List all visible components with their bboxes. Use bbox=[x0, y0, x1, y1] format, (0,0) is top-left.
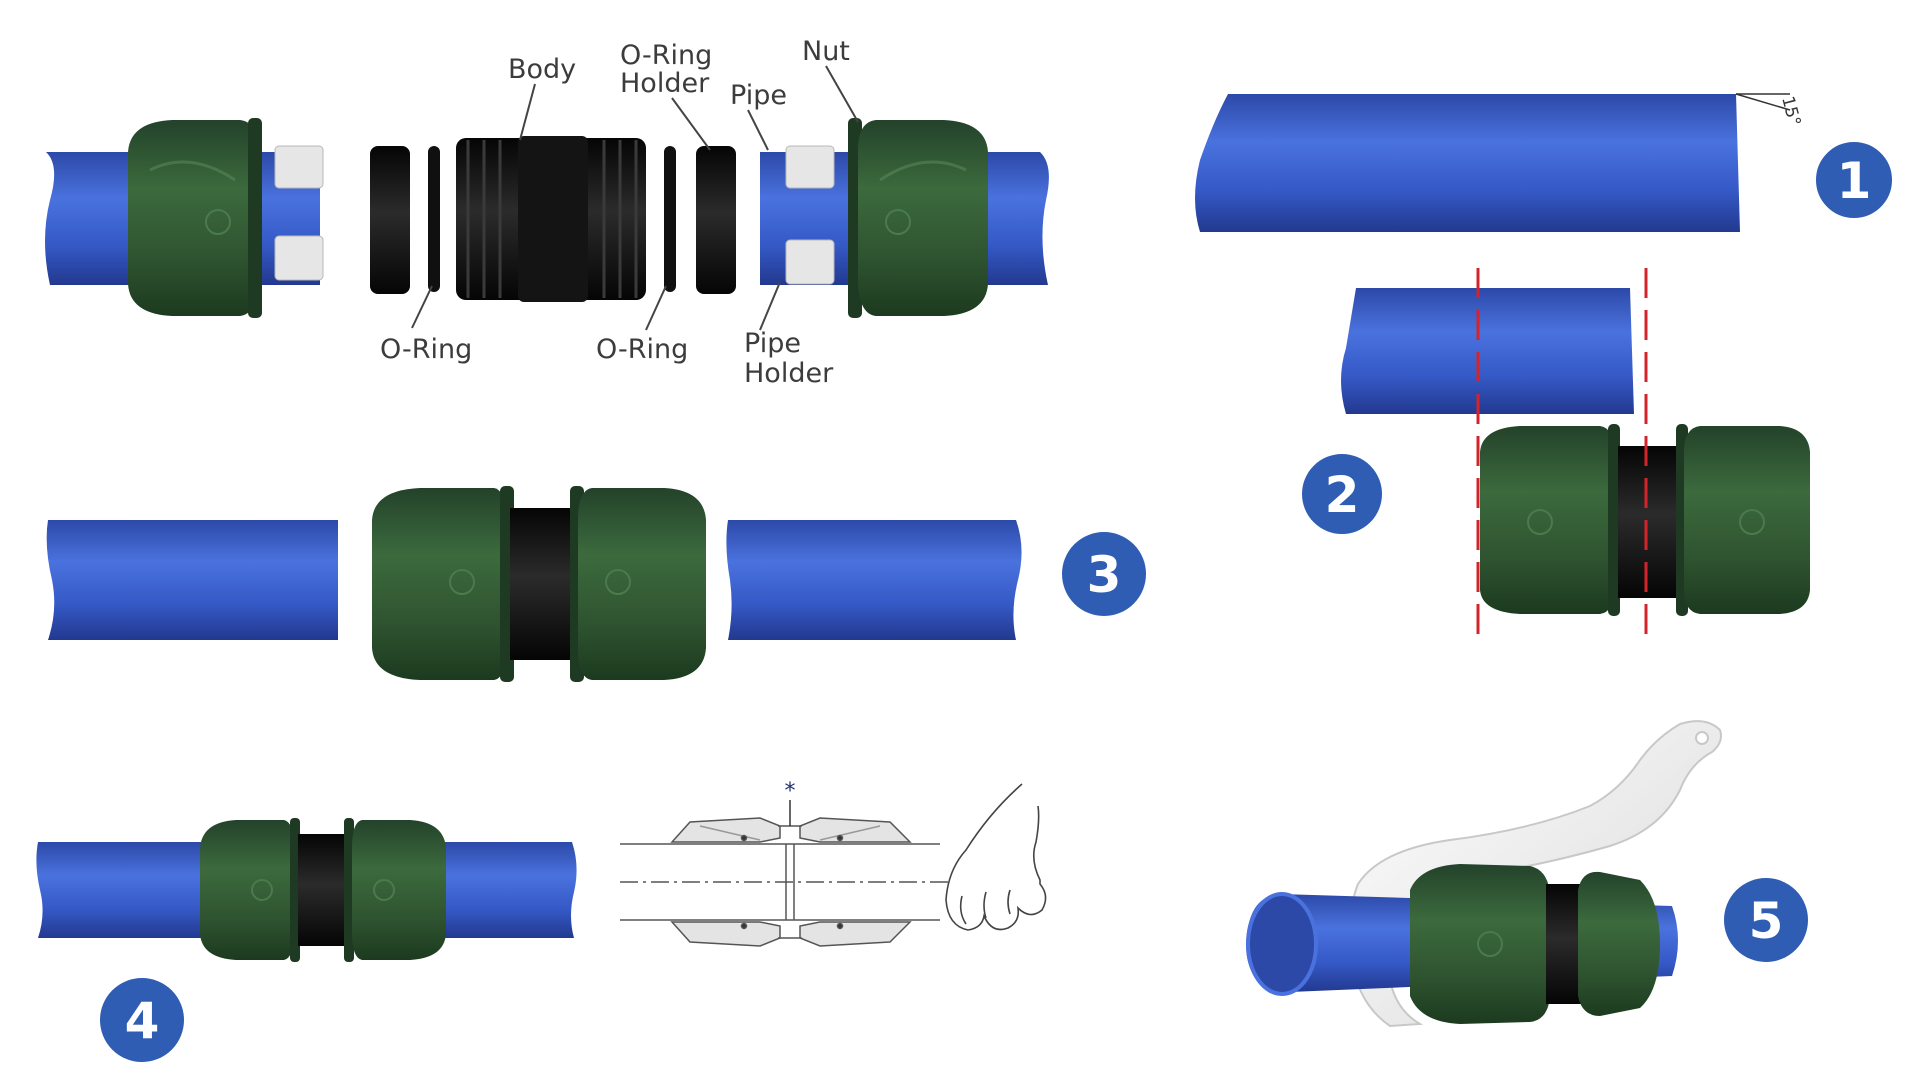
step-number: 1 bbox=[1837, 152, 1872, 210]
section-marker: * bbox=[785, 779, 796, 804]
step-badge bbox=[1720, 874, 1812, 966]
step-number: 3 bbox=[1087, 546, 1122, 604]
step-badge bbox=[96, 974, 188, 1066]
pipe-holder-icon bbox=[274, 235, 324, 281]
pipe-holder-label-line1: Pipe bbox=[744, 328, 801, 359]
o-ring-icon bbox=[428, 146, 440, 292]
hand-icon bbox=[945, 783, 1047, 931]
o-ring-right-label: O-Ring bbox=[596, 334, 688, 365]
pipe-holder-icon bbox=[274, 145, 324, 189]
o-ring-holder-label-line1: O-Ring bbox=[620, 40, 712, 71]
step-badge bbox=[1058, 528, 1150, 620]
o-ring-icon bbox=[664, 146, 676, 292]
coupling-icon bbox=[1410, 864, 1660, 1024]
step-1: 15° 1 bbox=[1195, 93, 1896, 232]
o-ring-left-label: O-Ring bbox=[380, 334, 472, 365]
o-ring-holder-label-line2: Holder bbox=[620, 68, 710, 99]
pipe-holder-icon bbox=[785, 239, 835, 285]
wrench-hole bbox=[1695, 731, 1709, 745]
nut-label: Nut bbox=[802, 36, 850, 67]
wrench-icon bbox=[1349, 720, 1722, 1028]
step-5: 5 bbox=[1246, 720, 1812, 1028]
step-4: * 4 bbox=[36, 779, 1047, 1066]
coupling-icon bbox=[372, 486, 706, 682]
exploded-view: Body O-Ring Holder Pipe Nut O-Ring O-Rin… bbox=[45, 36, 1049, 389]
pipe-icon bbox=[1341, 288, 1634, 414]
coupling-icon bbox=[1480, 424, 1810, 616]
step-number: 5 bbox=[1749, 892, 1784, 950]
chamfer-angle-label: 15° bbox=[1777, 94, 1804, 128]
step-number: 4 bbox=[125, 992, 160, 1050]
body-label: Body bbox=[508, 54, 576, 85]
nut-icon bbox=[128, 118, 262, 318]
step-badge bbox=[1298, 450, 1386, 538]
pipe-icon bbox=[1195, 94, 1740, 232]
pipe-holder-icon bbox=[785, 145, 835, 189]
nut-icon bbox=[848, 118, 988, 318]
coupling-icon bbox=[200, 818, 446, 962]
step-2: 2 bbox=[1298, 268, 1810, 634]
pipe-end bbox=[1246, 892, 1318, 996]
o-ring-holder-icon bbox=[696, 146, 736, 294]
pipe-holder-label-line2: Holder bbox=[744, 358, 834, 389]
chamfer-line bbox=[1735, 93, 1791, 111]
step-badge bbox=[1812, 138, 1896, 222]
step-number: 2 bbox=[1325, 466, 1360, 524]
leader-lines bbox=[411, 65, 859, 331]
pipe-label: Pipe bbox=[730, 80, 787, 111]
step-3: 3 bbox=[46, 486, 1150, 682]
pipe-icon bbox=[46, 520, 339, 640]
body-icon bbox=[456, 136, 646, 302]
cross-section-drawing bbox=[620, 800, 950, 947]
pipe-icon bbox=[726, 520, 1022, 640]
o-ring-holder-icon bbox=[370, 146, 410, 294]
